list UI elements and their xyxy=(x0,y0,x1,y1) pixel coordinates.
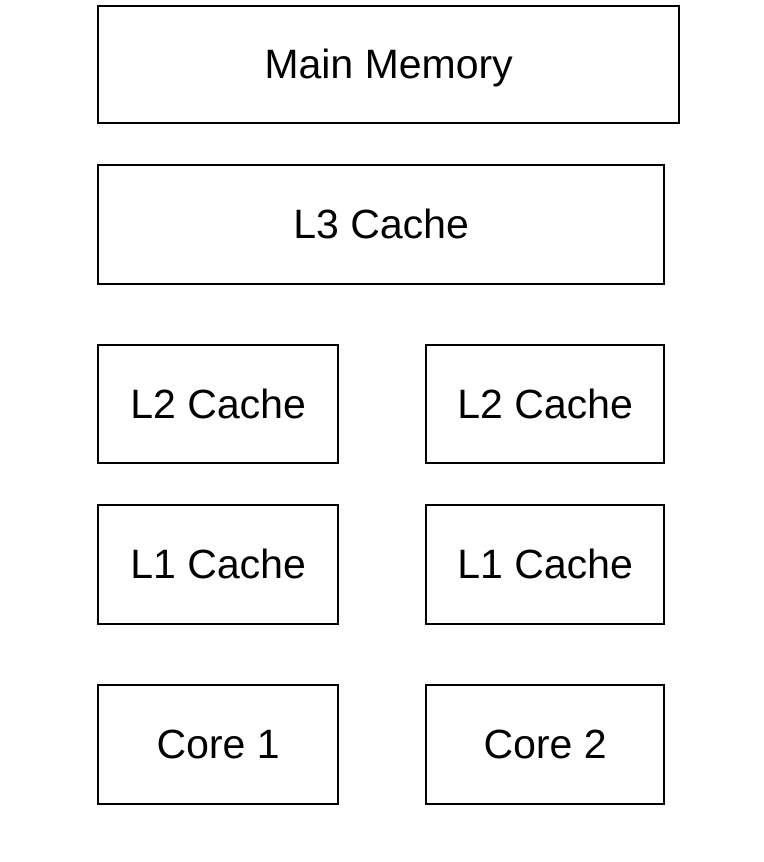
core-1-label: Core 1 xyxy=(156,721,280,767)
l2-cache-right-box: L2 Cache xyxy=(425,344,665,464)
core-2-box: Core 2 xyxy=(425,684,665,805)
core-1-box: Core 1 xyxy=(97,684,339,805)
l1-cache-right-label: L1 Cache xyxy=(457,541,633,587)
l3-cache-label: L3 Cache xyxy=(293,201,469,247)
core-2-label: Core 2 xyxy=(483,721,607,767)
main-memory-box: Main Memory xyxy=(97,5,680,124)
l1-cache-left-label: L1 Cache xyxy=(130,541,306,587)
l3-cache-box: L3 Cache xyxy=(97,164,665,285)
l1-cache-left-box: L1 Cache xyxy=(97,504,339,625)
l1-cache-right-box: L1 Cache xyxy=(425,504,665,625)
l2-cache-left-box: L2 Cache xyxy=(97,344,339,464)
l2-cache-left-label: L2 Cache xyxy=(130,380,306,427)
main-memory-label: Main Memory xyxy=(264,41,513,87)
l2-cache-right-label: L2 Cache xyxy=(457,380,633,427)
